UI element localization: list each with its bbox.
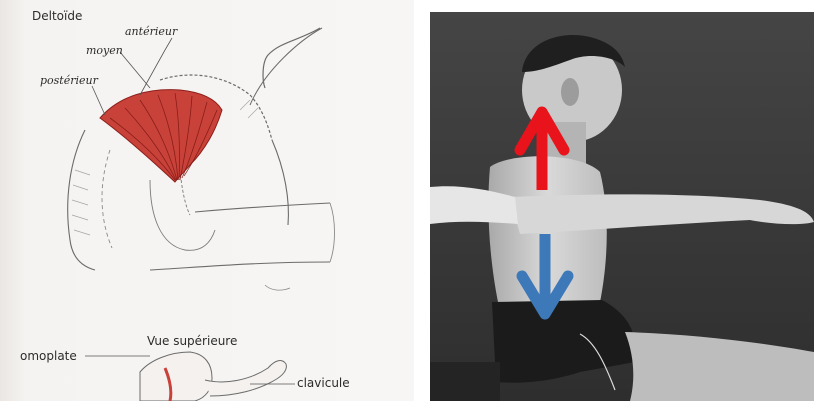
label-middle: moyen xyxy=(86,44,123,57)
inset-title: Vue supérieure xyxy=(147,334,237,348)
exercise-photo xyxy=(430,12,814,401)
scapula-top-view xyxy=(140,352,212,401)
illustration-title: Deltoïde xyxy=(32,9,82,23)
clavicle-top-view xyxy=(205,361,286,396)
label-posterior: postérieur xyxy=(40,74,98,87)
label-scapula: omoplate xyxy=(20,349,77,363)
label-clavicle: clavicule xyxy=(297,376,350,390)
deltoid-illustration: Deltoïde antérieur moyen postérieur Vue … xyxy=(0,0,414,401)
label-anterior: antérieur xyxy=(125,25,177,38)
photo-scene xyxy=(430,12,814,401)
